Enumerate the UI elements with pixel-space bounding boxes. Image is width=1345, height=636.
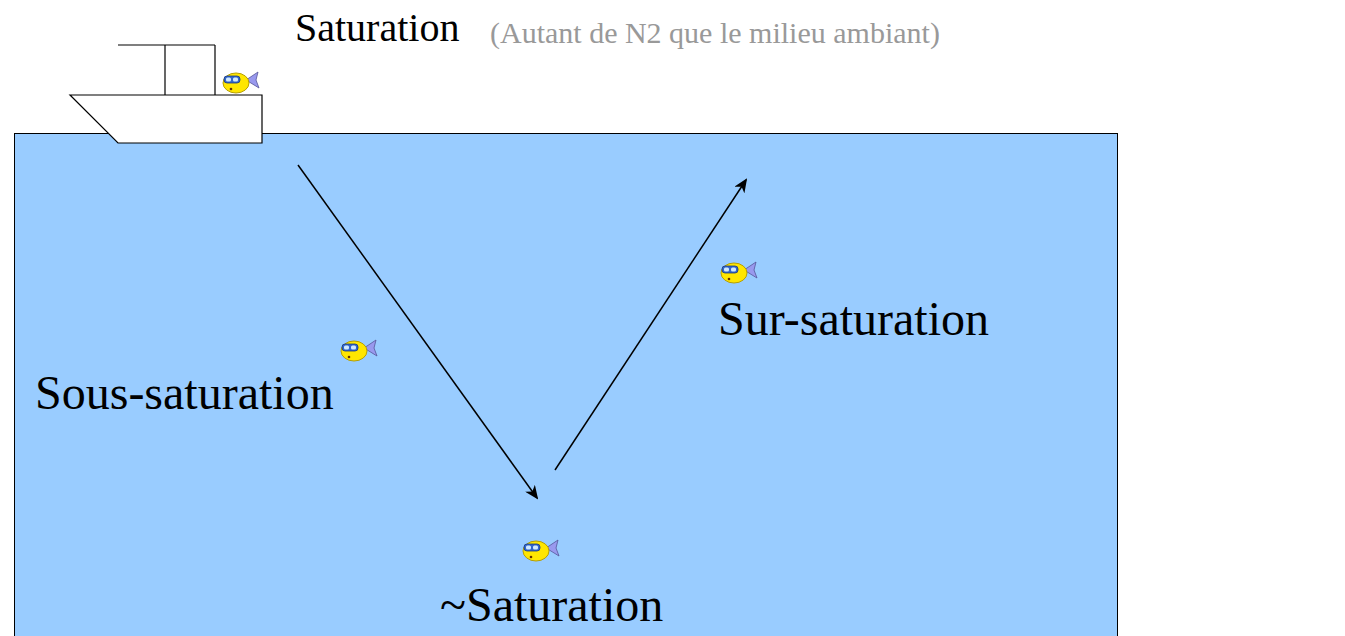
boat-symbol xyxy=(70,45,262,143)
diver-icon xyxy=(523,540,559,561)
state-label: Sous-saturation xyxy=(35,369,334,417)
surface-state: Saturation xyxy=(295,8,459,48)
surface-note: (Autant de N2 que le milieu ambiant) xyxy=(490,18,940,48)
diver-icon xyxy=(341,340,377,361)
water-region xyxy=(15,134,1118,636)
water-zone: Sous-saturation ~Saturation Sur-saturation xyxy=(14,133,1118,636)
state-label: ~Saturation xyxy=(440,581,663,629)
diver-icon xyxy=(721,262,757,283)
ascent-arrow xyxy=(555,180,746,470)
state-label: Sur-saturation xyxy=(718,295,989,343)
descent-arrow xyxy=(298,165,537,498)
diver-icon xyxy=(223,72,259,93)
